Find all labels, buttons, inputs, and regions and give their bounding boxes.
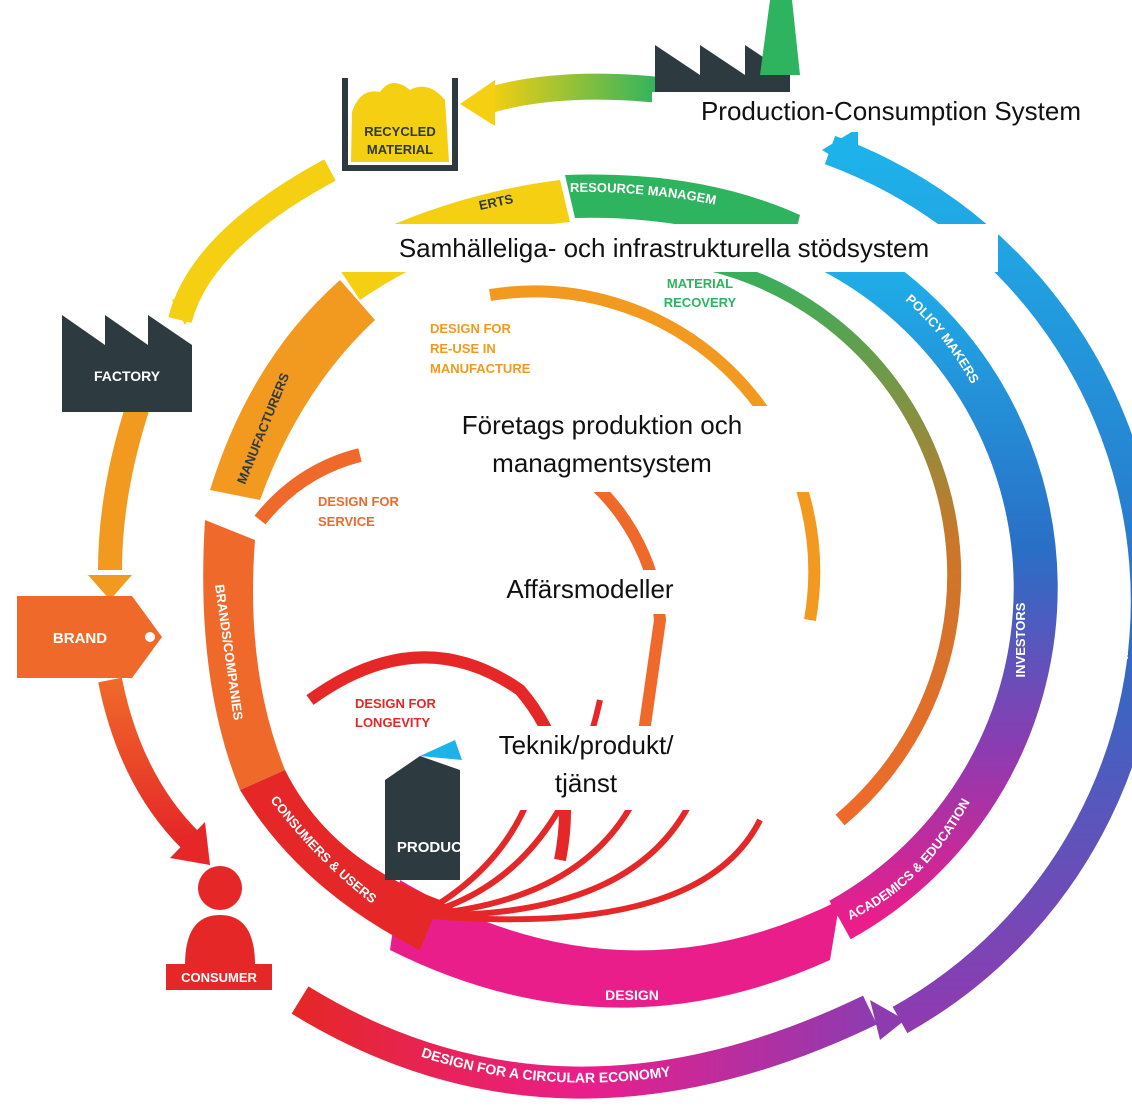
reuse-label-3: MANUFACTURE: [430, 361, 531, 376]
longevity-label-2: LONGEVITY: [355, 715, 430, 730]
recycled-label-2: MATERIAL: [367, 142, 433, 157]
bottom-arrowhead: [870, 1000, 905, 1040]
material-recovery-label-1: MATERIAL: [667, 276, 733, 291]
left-arrowhead-2: [88, 575, 132, 600]
design-label: DESIGN: [605, 987, 659, 1003]
investors-label: INVESTORS: [1013, 602, 1028, 677]
longevity-label-1: DESIGN FOR: [355, 696, 437, 711]
recycled-bin-icon: [342, 78, 458, 171]
material-recovery-label-2: RECOVERY: [664, 295, 737, 310]
top-recycle-arrowhead: [460, 80, 495, 126]
top-recycle-arrow: [486, 73, 662, 113]
reuse-label-2: RE-USE IN: [430, 341, 496, 356]
brand-tag-icon: [17, 596, 162, 678]
production-consumption-label: Production-Consumption System: [652, 92, 1130, 132]
product-box-icon: [385, 740, 462, 880]
experts-label: ERTS: [478, 191, 515, 213]
manufacturers-band: [210, 280, 375, 500]
left-flow-arc: [168, 159, 336, 324]
tech-product-service-label: Teknik/produkt/ tjänst: [462, 726, 710, 810]
service-label-1: DESIGN FOR: [318, 494, 400, 509]
consumer-label: CONSUMER: [181, 970, 257, 985]
consumers-band: [240, 770, 440, 950]
reuse-label-1: DESIGN FOR: [430, 321, 512, 336]
service-label-2: SERVICE: [318, 514, 375, 529]
ring-manufacture: [489, 285, 821, 622]
ring-service-left: [254, 448, 362, 525]
business-models-label: Affärsmodeller: [480, 570, 700, 614]
brand-label: BRAND: [53, 630, 107, 647]
circular-economy-arrow: [291, 986, 877, 1099]
consumer-icon: [166, 866, 272, 990]
brand-consumer-arc: [98, 677, 199, 849]
ring-material-recovery: [639, 248, 962, 826]
brands-band: [203, 520, 285, 790]
ring-policy-investors: [819, 230, 1058, 940]
support-systems-label: Samhälleliga- och infrastrukturella stöd…: [330, 224, 998, 272]
design-band: [390, 880, 840, 1008]
product-label: PRODUCT: [397, 839, 471, 856]
left-arrowhead-1: [172, 290, 205, 325]
factory-label: FACTORY: [94, 368, 161, 384]
influencers-arrowhead: [822, 128, 858, 172]
recycled-label-1: RECYCLED: [364, 124, 436, 139]
influencers-label: INFLUENCERS: [1115, 560, 1131, 660]
factory-brand-arc: [98, 396, 152, 571]
brand-consumer-arrowhead: [170, 822, 210, 865]
factory-icon: [62, 315, 192, 412]
company-systems-label: Företags produktion och managmentsystem: [378, 406, 826, 492]
